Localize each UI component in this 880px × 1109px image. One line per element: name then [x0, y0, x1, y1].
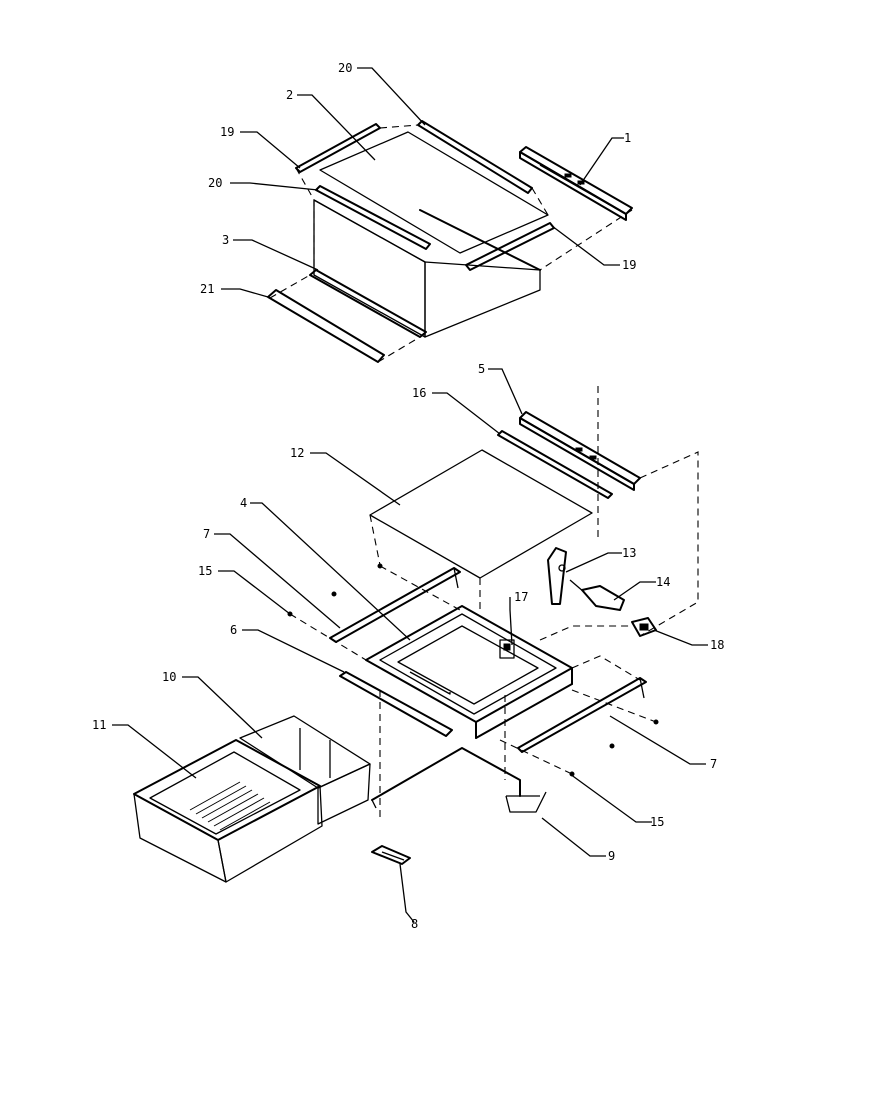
part-4-frame: [365, 605, 573, 739]
part-3-cover-frame: [309, 199, 541, 338]
crisper-drawers: [133, 715, 371, 883]
crisper-frame-assembly: [287, 563, 659, 820]
callouts: 20 2 19 1 20 3 19 21 5 16 12 4 7 13 15 1…: [92, 61, 724, 931]
part-16-trim: [497, 430, 613, 499]
callout-14: 14: [656, 575, 670, 589]
drawer-grille: [189, 781, 271, 831]
part-1-shelf-support: [519, 146, 633, 221]
callout-18: 18: [710, 638, 724, 652]
callout-7-right: 7: [710, 757, 717, 771]
part-2-glass-shelf: [319, 131, 549, 254]
part-17-control: [499, 639, 515, 659]
crisper-control-parts: [547, 547, 657, 637]
callout-2: 2: [286, 88, 293, 102]
callout-13: 13: [622, 546, 636, 560]
callout-21: 21: [200, 282, 214, 296]
callout-19-left: 19: [220, 125, 234, 139]
part-6-front-trim: [339, 671, 453, 737]
part-13-bracket: [547, 547, 567, 605]
callout-20-mid: 20: [208, 176, 222, 190]
callout-5: 5: [478, 362, 485, 376]
callout-8: 8: [411, 917, 418, 931]
part-7-right-rail: [517, 677, 647, 753]
callout-4: 4: [240, 496, 247, 510]
callout-6: 6: [230, 623, 237, 637]
callout-3: 3: [222, 233, 229, 247]
part-14-damper: [569, 579, 625, 611]
part-12-glass-shelf: [369, 449, 593, 579]
middle-shelf-assembly: [369, 386, 699, 637]
part-20-rear-trim: [417, 120, 533, 194]
part-19-left-trim: [295, 123, 381, 173]
part-7-left-rail: [329, 567, 461, 643]
callout-17: 17: [514, 590, 528, 604]
callout-1: 1: [624, 131, 631, 145]
part-11-drawer: [133, 739, 323, 883]
callout-7-left: 7: [203, 527, 210, 541]
callout-11: 11: [92, 718, 106, 732]
callout-15-left: 15: [198, 564, 212, 578]
part-8-clip: [371, 845, 411, 865]
part-20-front-trim: [315, 185, 431, 250]
callout-10: 10: [162, 670, 176, 684]
callout-19-right: 19: [622, 258, 636, 272]
part-18-switch: [631, 617, 657, 637]
upper-shelf-assembly: [267, 120, 633, 363]
callout-9: 9: [608, 849, 615, 863]
part-19-right-trim: [465, 222, 555, 271]
callout-16: 16: [412, 386, 426, 400]
callout-15-right: 15: [650, 815, 664, 829]
callout-20-top: 20: [338, 61, 352, 75]
callout-12: 12: [290, 446, 304, 460]
part-21-front-strip: [267, 289, 385, 363]
part-9-cover: [371, 747, 547, 813]
